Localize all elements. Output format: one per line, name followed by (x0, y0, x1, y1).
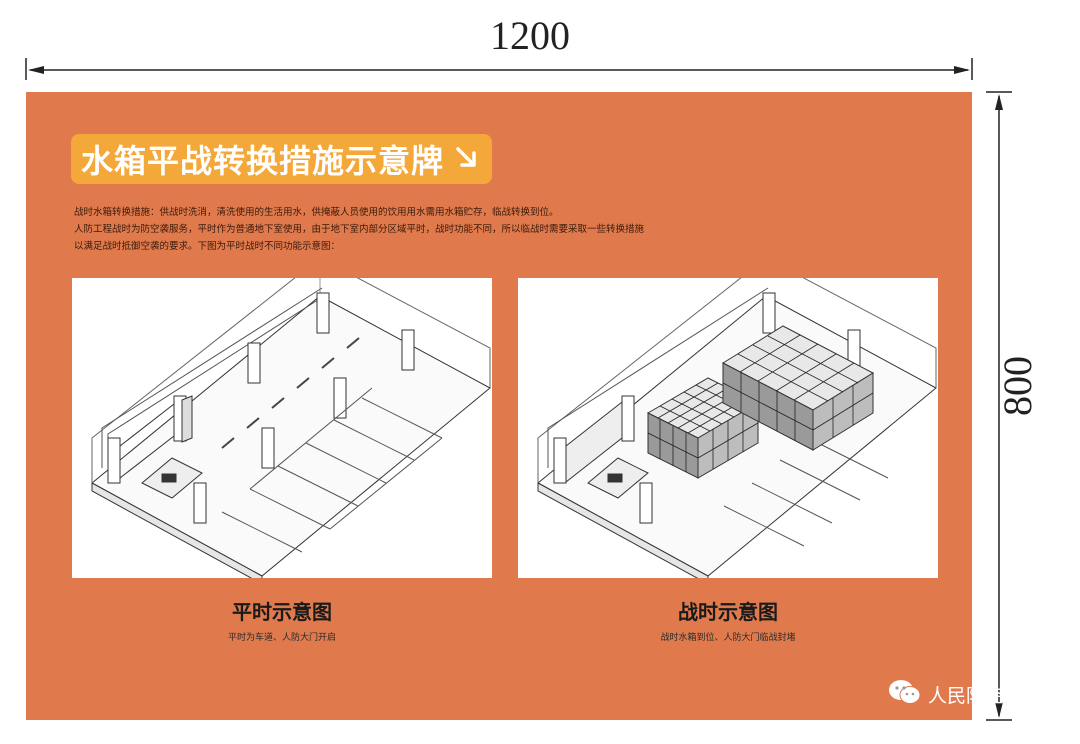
title-pill: 水箱平战转换措施示意牌 (71, 134, 493, 184)
peacetime-caption-subtitle: 平时为车道、人防大门开启 (227, 633, 336, 643)
wartime-caption: 战时示意图 战时水箱到位、人防大门临战封堵 (518, 596, 938, 643)
description-line: 战时水箱转换措施：供战时洗消，清洗使用的生活用水，供掩蔽人员使用的饮用用水需用水… (74, 207, 559, 218)
width-dimension-label: 1200 (490, 13, 570, 58)
watermark-text: 人民防空 (928, 684, 1005, 707)
board-title: 水箱平战转换措施示意牌 (81, 142, 445, 180)
peacetime-caption-title: 平时示意图 (232, 600, 332, 624)
wartime-isometric-diagram (537, 278, 937, 578)
wartime-caption-subtitle: 战时水箱到位、人防大门临战封堵 (660, 633, 796, 643)
wechat-icon (888, 678, 922, 710)
sign-board: 水箱平战转换措施示意牌 战时水箱转换措施：供战时洗消，清洗使用的生活用水，供掩蔽… (26, 92, 972, 720)
peacetime-diagram-panel (72, 278, 492, 578)
watermark: 人民防空 (888, 678, 1004, 710)
peacetime-caption: 平时示意图 平时为车道、人防大门开启 (72, 596, 492, 643)
height-dimension-label: 800 (995, 356, 1040, 416)
description-line: 以满足战时抵御空袭的要求。下图为平时战时不同功能示意图： (74, 241, 341, 252)
water-tank-right (721, 325, 875, 451)
wartime-caption-title: 战时示意图 (678, 600, 778, 624)
arrow-down-right-icon (454, 145, 478, 173)
peacetime-isometric-diagram (91, 278, 491, 578)
description: 战时水箱转换措施：供战时洗消，清洗使用的生活用水，供掩蔽人员使用的饮用用水需用水… (74, 204, 774, 255)
description-line: 人防工程战时为防空袭服务，平时作为普通地下室使用，由于地下室内部分区域平时，战时… (74, 224, 645, 235)
wartime-diagram-panel (518, 278, 938, 578)
